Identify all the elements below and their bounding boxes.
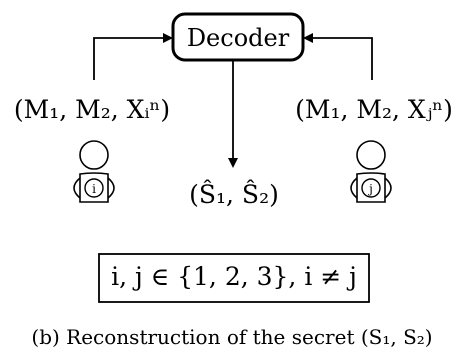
right-person-badge-label: j [367,182,373,196]
output-tuple-label: (Ŝ₁, Ŝ₂) [189,180,279,209]
constraint-node: i, j ∈ {1, 2, 3}, i ≠ j [98,253,370,303]
left-input-arrow [93,33,173,80]
right-tuple-label: (M₁, M₂, Xⱼⁿ) [295,95,453,124]
decoder-node: Decoder [171,12,305,62]
left-person-badge-label: i [92,182,96,196]
constraint-text: i, j ∈ {1, 2, 3}, i ≠ j [111,262,357,291]
left-tuple-label: (M₁, M₂, Xᵢⁿ) [14,95,170,124]
figure-caption: (b) Reconstruction of the secret (S₁, S₂… [31,325,432,349]
constraint-box [98,253,370,303]
left-person-badge [84,178,104,198]
decoder-label: Decoder [187,24,290,52]
left-person-icon: i [73,140,115,203]
right-person-badge [361,178,381,198]
right-input-arrow [303,33,373,80]
right-person-icon: j [350,140,392,203]
